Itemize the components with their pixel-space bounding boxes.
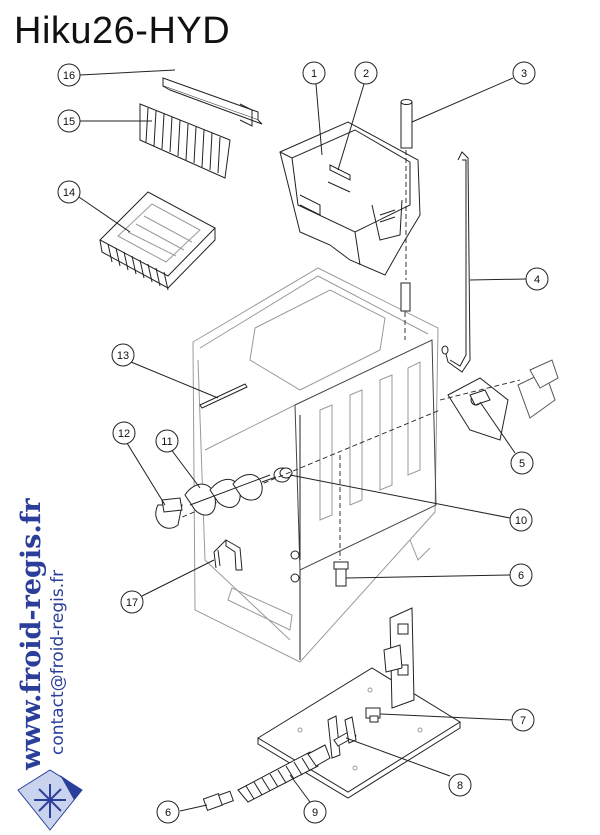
svg-text:3: 3 xyxy=(521,68,527,80)
part-9-corrugated-hose xyxy=(237,744,331,803)
svg-text:4: 4 xyxy=(534,274,540,286)
part-12-auger-cap xyxy=(155,497,183,529)
part-15-curtain xyxy=(139,103,231,179)
svg-text:8: 8 xyxy=(457,780,463,792)
callout-9: 9 xyxy=(289,774,327,824)
part-6-hose-fitting xyxy=(202,790,234,812)
water-valve-bracket xyxy=(383,607,415,709)
part-8-tee-connector xyxy=(327,715,357,759)
callout-15: 15 xyxy=(57,109,152,133)
svg-text:1: 1 xyxy=(311,68,317,80)
part-10-auger-bushing xyxy=(273,467,293,483)
svg-text:5: 5 xyxy=(519,458,525,470)
part-7-water-valve-nozzle xyxy=(365,707,381,723)
svg-text:14: 14 xyxy=(63,187,75,199)
diagram-title: Hiku26-HYD xyxy=(14,10,231,52)
callout-8: 8 xyxy=(345,737,472,797)
callout-5: 5 xyxy=(479,401,534,475)
part-13-rod xyxy=(199,383,248,409)
callout-11: 11 xyxy=(155,429,201,489)
svg-text:12: 12 xyxy=(118,428,130,440)
svg-text:7: 7 xyxy=(520,715,526,727)
part-4-drain-tube xyxy=(441,151,471,373)
part-14-grid-tray xyxy=(99,191,216,291)
callout-17: 17 xyxy=(120,559,215,614)
part-6-fitting xyxy=(333,455,349,587)
svg-text:2: 2 xyxy=(363,68,369,80)
callout-7: 7 xyxy=(379,708,535,732)
callout-3: 3 xyxy=(411,61,536,123)
part-11-auger xyxy=(184,474,277,516)
housing xyxy=(192,267,439,663)
svg-text:15: 15 xyxy=(63,116,75,128)
part-17-hook xyxy=(213,539,243,571)
callout-10: 10 xyxy=(289,474,533,532)
callout-4: 4 xyxy=(469,267,549,291)
svg-text:6: 6 xyxy=(518,570,524,582)
svg-text:10: 10 xyxy=(515,515,527,527)
callout-14: 14 xyxy=(57,180,131,233)
part-16-cover-strip xyxy=(162,77,263,127)
callout-1: 1 xyxy=(302,61,326,156)
watermark-site: www.froid-regis.fr xyxy=(16,498,47,770)
svg-text:16: 16 xyxy=(63,70,75,82)
svg-text:17: 17 xyxy=(126,597,138,609)
front-panel xyxy=(290,339,437,660)
callout-2: 2 xyxy=(337,61,378,171)
callout-13: 13 xyxy=(111,343,219,399)
svg-text:11: 11 xyxy=(161,436,172,448)
callout-6-lower: 6 xyxy=(156,800,208,824)
callouts: 1 2 3 4 5 xyxy=(57,61,549,824)
svg-text:6: 6 xyxy=(165,807,171,819)
watermark-email: contact@froid-regis.fr xyxy=(48,569,68,755)
part-3-shaft-rod xyxy=(400,99,413,340)
snowflake-logo-icon xyxy=(17,769,83,831)
svg-text:9: 9 xyxy=(312,807,318,819)
svg-text:13: 13 xyxy=(117,350,129,362)
part-1-bin xyxy=(279,121,421,276)
part-5-motor-bracket xyxy=(439,359,559,441)
callout-16: 16 xyxy=(57,63,176,87)
callout-6-upper: 6 xyxy=(345,563,533,587)
callout-12: 12 xyxy=(112,421,166,506)
